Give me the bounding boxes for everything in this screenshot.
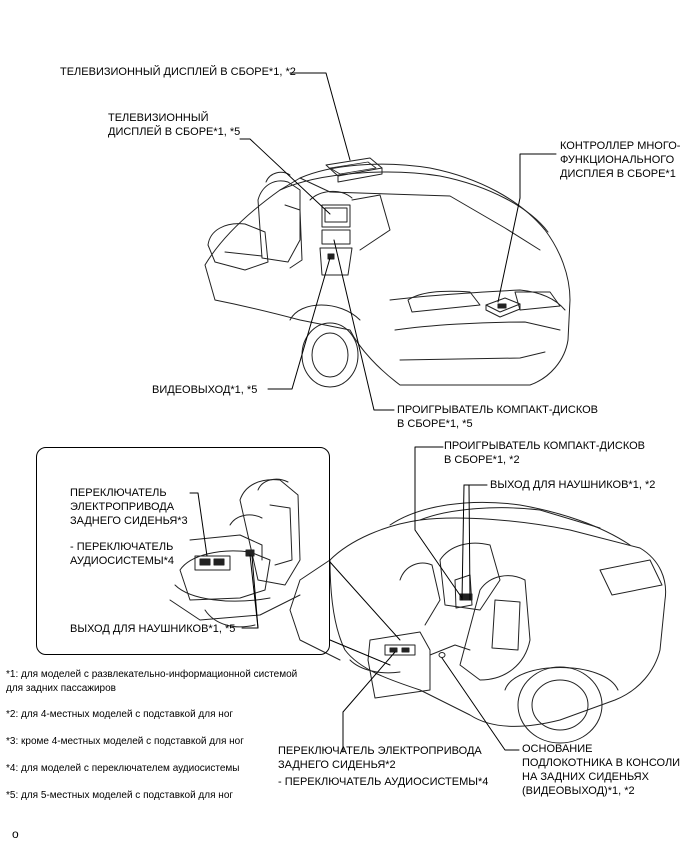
label-seat-switch-bottom: ПЕРЕКЛЮЧАТЕЛЬ ЭЛЕКТРОПРИВОДА ЗАДНЕГО СИД… [278,745,482,771]
label-armrest-base: ОСНОВАНИЕ ПОДЛОКОТНИКА В КОНСОЛИ НА ЗАДН… [522,743,681,797]
footer-code: o [12,827,19,841]
inset-seat-illustration [169,478,301,628]
label-multi-display-controller: КОНТРОЛЛЕР МНОГО- ФУНКЦИОНАЛЬНОГО ДИСПЛЕ… [560,140,681,180]
label-tv-display-overhead: ТЕЛЕВИЗИОННЫЙ ДИСПЛЕЙ В СБОРЕ*1, *2 [60,66,296,78]
label-audio-switch-bottom: - ПЕРЕКЛЮЧАТЕЛЬ АУДИОСИСТЕМЫ*4 [278,776,489,788]
footnote-3: *3: кроме 4-местных моделей с подставкой… [6,736,244,747]
label-inset-headphone-out: ВЫХОД ДЛЯ НАУШНИКОВ*1, *5 [70,623,236,635]
top-car-outline [204,157,571,388]
footnote-2: *2: для 4-местных моделей с подставкой д… [6,709,234,720]
footnote-1: *1: для моделей с развлекательно-информа… [6,669,298,694]
footnote-4: *4: для моделей с переключателем аудиоси… [6,763,240,774]
label-tv-display-console: ТЕЛЕВИЗИОННЫЙ ДИСПЛЕЙ В СБОРЕ*1, *5 [108,112,241,138]
inset-detail-frame [36,447,330,655]
footnote-5: *5: для 5-местных моделей с подставкой д… [6,790,234,801]
label-cd-player-2: ПРОИГРЫВАТЕЛЬ КОМПАКТ-ДИСКОВ В СБОРЕ*1, … [444,440,646,466]
label-inset-audio-switch: - ПЕРЕКЛЮЧАТЕЛЬ АУДИОСИСТЕМЫ*4 [70,541,175,567]
label-headphone-out-2: ВЫХОД ДЛЯ НАУШНИКОВ*1, *2 [490,479,656,491]
label-inset-seat-switch: ПЕРЕКЛЮЧАТЕЛЬ ЭЛЕКТРОПРИВОДА ЗАДНЕГО СИД… [70,487,188,527]
leader-lines [189,72,557,753]
bottom-car-outline [289,501,667,744]
label-cd-player-5: ПРОИГРЫВАТЕЛЬ КОМПАКТ-ДИСКОВ В СБОРЕ*1, … [397,404,599,430]
label-video-out: ВИДЕОВЫХОД*1, *5 [152,384,258,396]
